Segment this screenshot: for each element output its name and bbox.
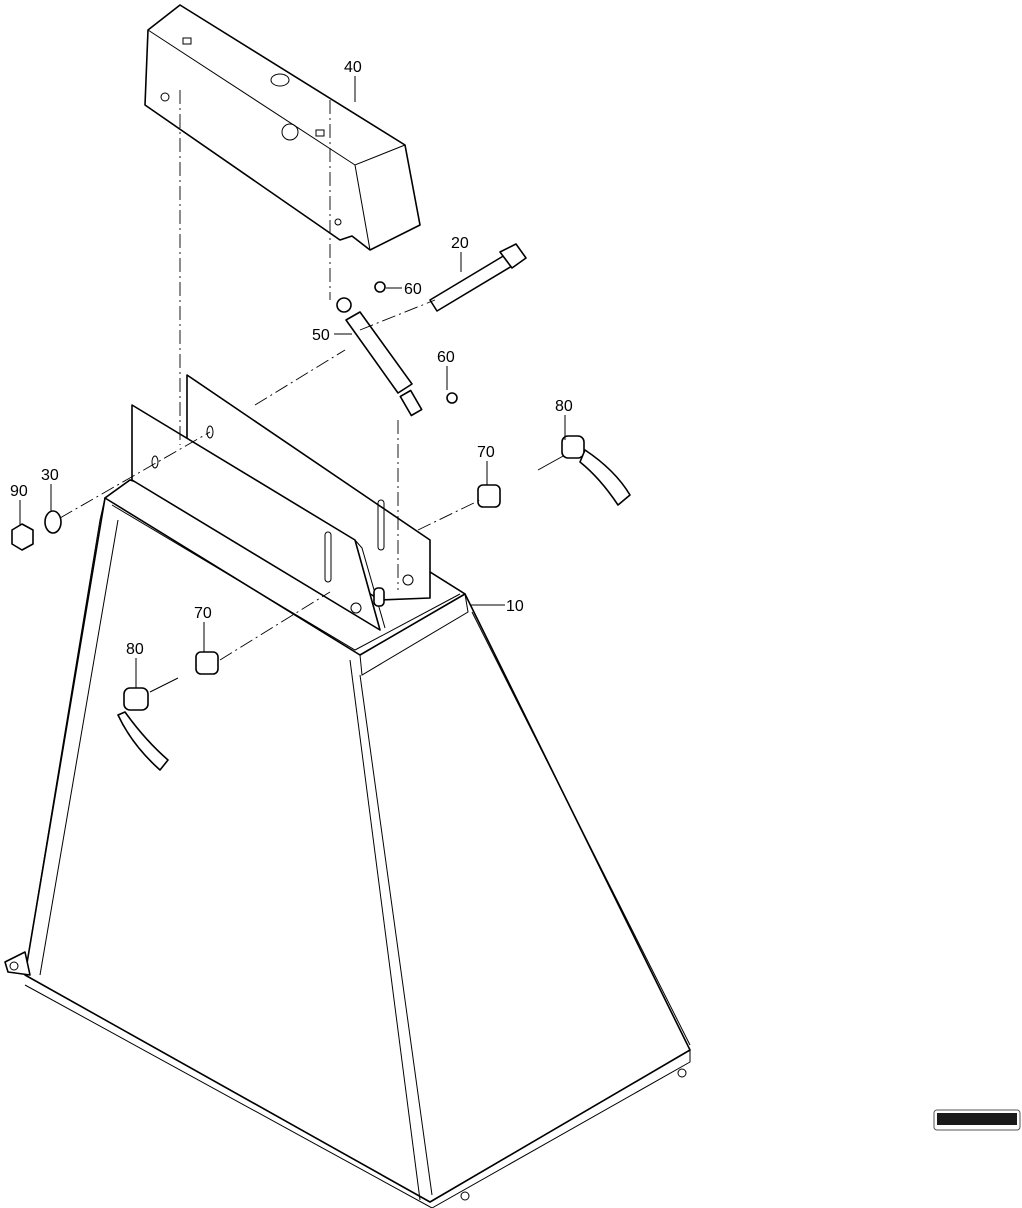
- callout-10: 10: [506, 598, 524, 615]
- part-40-top-cover: [144, 4, 421, 251]
- part-60-screw: [374, 281, 386, 293]
- part-20-bolt: [429, 243, 527, 312]
- callout-40: 40: [344, 59, 362, 76]
- callout-60: 60: [437, 349, 455, 366]
- callout-80: 80: [126, 641, 144, 658]
- part-30-washer: [44, 510, 62, 534]
- part-70-spacer: [195, 651, 219, 675]
- part-50-gas-spring: [336, 297, 423, 417]
- callout-70: 70: [477, 444, 495, 461]
- callout-20: 20: [451, 235, 469, 252]
- callout-70: 70: [194, 605, 212, 622]
- mounting-plates: [131, 374, 431, 631]
- callout-90: 90: [10, 483, 28, 500]
- part-80-lever-right: [537, 435, 631, 506]
- callout-leaders: [19, 76, 566, 688]
- part-70-spacer: [477, 484, 501, 508]
- callout-80: 80: [555, 398, 573, 415]
- callout-50: 50: [312, 327, 330, 344]
- part-60-screw: [446, 392, 458, 404]
- part-80-lever-left: [117, 677, 179, 771]
- callout-60: 60: [404, 281, 422, 298]
- callout-30: 30: [41, 467, 59, 484]
- assembly-centerlines: [59, 90, 481, 661]
- brand-logo-badge: [933, 1109, 1021, 1131]
- part-90-nut: [11, 523, 34, 551]
